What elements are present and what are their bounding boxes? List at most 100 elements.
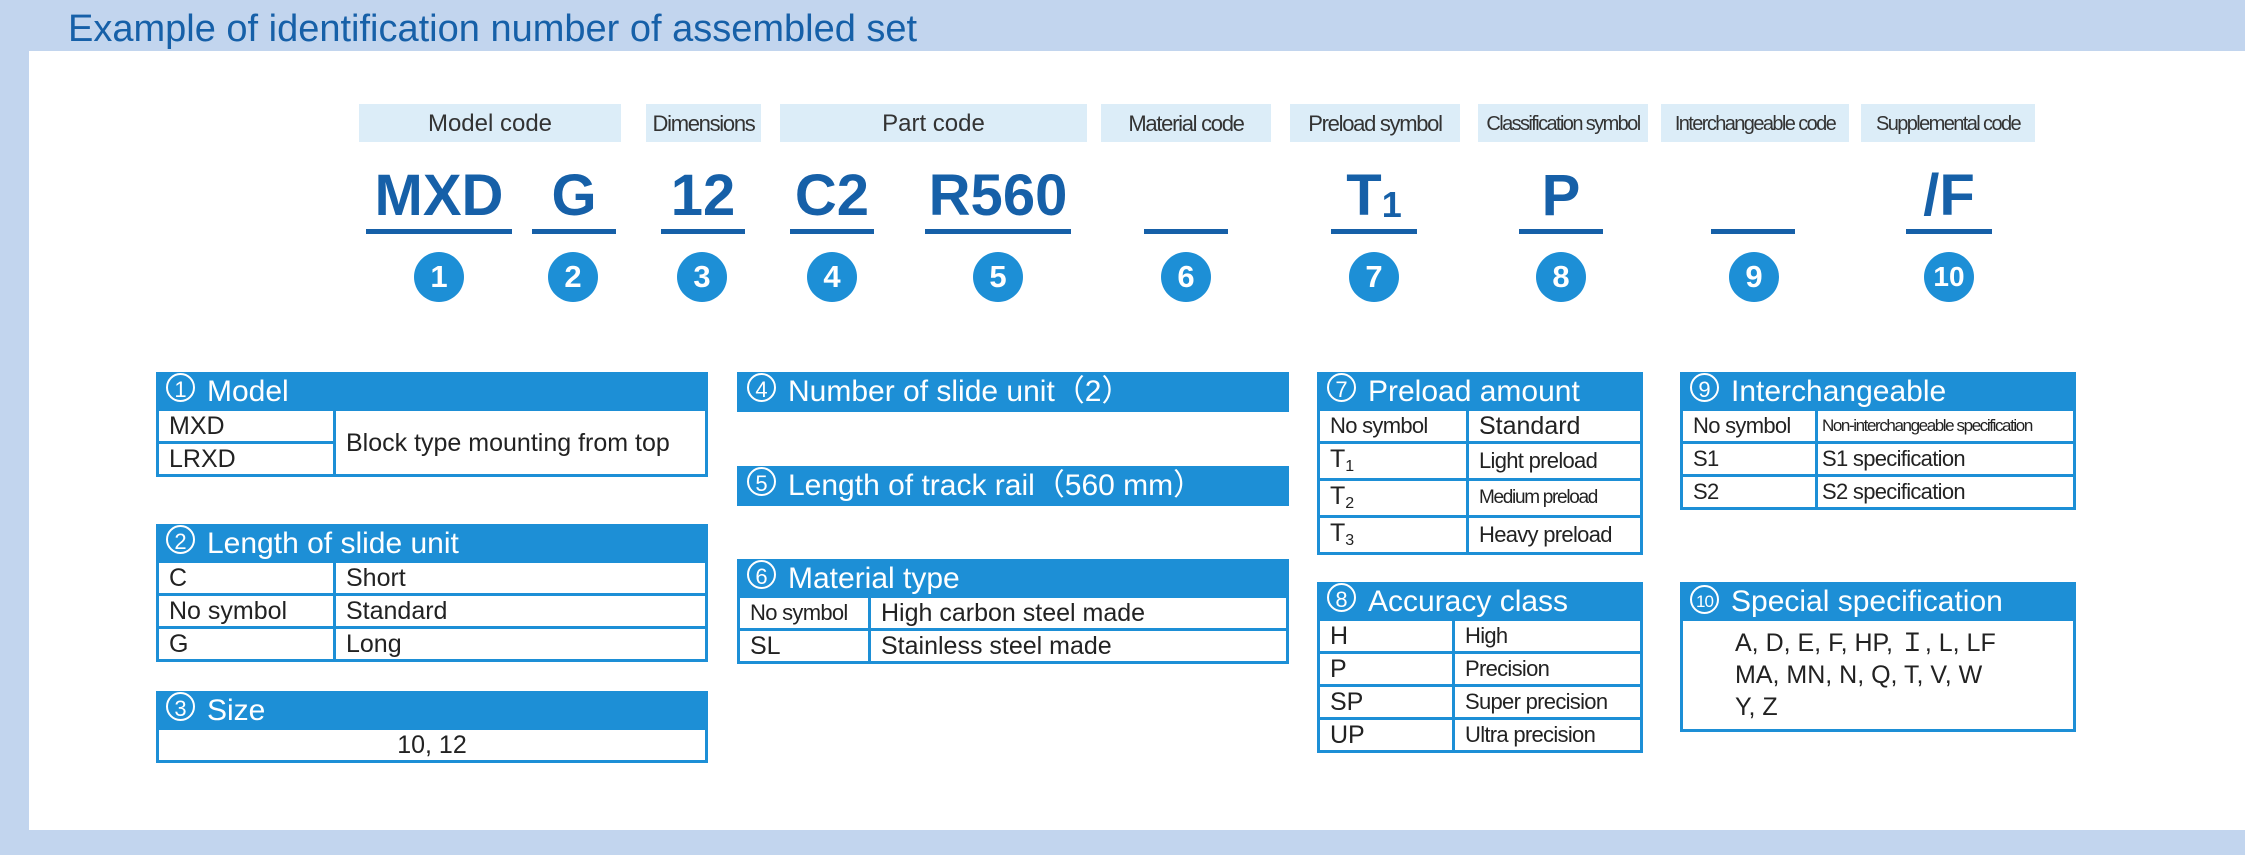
box-special-title: Special specification	[1731, 585, 2003, 618]
header-part-code: Part code	[780, 104, 1087, 142]
divider	[737, 409, 1289, 412]
material-desc-cell: Stainless steel made	[868, 628, 1289, 664]
box-model-header: 1 Model	[156, 372, 708, 410]
length-code-cell: No symbol	[156, 593, 336, 629]
box-accuracy-title: Accuracy class	[1368, 585, 1569, 618]
box-number-5: 5	[747, 467, 776, 496]
accuracy-desc-cell: Super precision	[1452, 684, 1643, 720]
number-badge-1: 1	[414, 252, 464, 302]
code-preload: T1	[1331, 158, 1417, 234]
preload-code-sub: 1	[1345, 458, 1355, 475]
accuracy-code-cell: P	[1317, 651, 1455, 687]
preload-code-cell: T2	[1317, 478, 1469, 518]
box-model-title: Model	[207, 375, 289, 408]
header-classification-symbol: Classification symbol	[1478, 104, 1648, 142]
header-dimensions: Dimensions	[646, 104, 761, 142]
code-supplemental: /F	[1906, 158, 1992, 234]
code-preload-main: T	[1346, 163, 1382, 228]
size-value-cell: 10, 12	[156, 727, 708, 763]
code-material	[1144, 158, 1228, 234]
code-interchangeable	[1711, 158, 1795, 234]
box-track-rail-header: 5 Length of track rail（560 mm）	[737, 466, 1289, 504]
code-classification: P	[1519, 158, 1603, 234]
box-number-8: 8	[1327, 583, 1356, 612]
preload-code-main: T	[1330, 445, 1346, 474]
preload-code-sub: 2	[1345, 495, 1355, 512]
preload-code-main: T	[1330, 482, 1346, 511]
accuracy-desc-cell: High	[1452, 618, 1643, 654]
accuracy-desc-cell: Precision	[1452, 651, 1643, 687]
interchangeable-code-cell: S2	[1680, 474, 1818, 510]
preload-code-cell: T3	[1317, 515, 1469, 555]
box-number-10: 10	[1690, 585, 1719, 614]
length-desc-cell: Standard	[333, 593, 708, 629]
code-size: 12	[661, 158, 745, 234]
length-code-cell: C	[156, 560, 336, 596]
number-badge-6: 6	[1161, 252, 1211, 302]
material-code-cell: SL	[737, 628, 871, 664]
box-track-rail-title: Length of track rail（560 mm）	[788, 469, 1204, 502]
accuracy-desc-cell: Ultra precision	[1452, 717, 1643, 753]
table-row: 10, 12	[156, 727, 708, 763]
preload-code-cell: No symbol	[1317, 408, 1469, 444]
preload-code-sub: 3	[1345, 532, 1355, 549]
header-model-code: Model code	[359, 104, 621, 142]
number-badge-2: 2	[548, 252, 598, 302]
special-spec-box: A, D, E, F, HP, Ｉ, L, LF MA, MN, N, Q, T…	[1680, 618, 2076, 732]
interchangeable-code-cell: S1	[1680, 441, 1818, 477]
page-title: Example of identification number of asse…	[68, 8, 918, 50]
preload-desc-cell: Light preload	[1466, 441, 1643, 481]
material-desc-cell: High carbon steel made	[868, 595, 1289, 631]
length-code-cell: G	[156, 626, 336, 662]
box-accuracy-header: 8 Accuracy class	[1317, 582, 1643, 620]
divider	[737, 503, 1289, 506]
box-interchangeable-title: Interchangeable	[1731, 375, 1947, 408]
model-desc-cell: Block type mounting from top	[333, 408, 708, 477]
number-badge-3: 3	[677, 252, 727, 302]
accuracy-code-cell: SP	[1317, 684, 1455, 720]
interchangeable-desc-cell: S2 specification	[1815, 474, 2076, 510]
size-table: 10, 12	[156, 727, 708, 763]
preload-desc-cell: Standard	[1466, 408, 1643, 444]
box-material-title: Material type	[788, 562, 960, 595]
preload-desc-cell: Heavy preload	[1466, 515, 1643, 555]
special-spec-line: Y, Z	[1735, 693, 1778, 721]
material-code-cell: No symbol	[737, 595, 871, 631]
box-number-9: 9	[1690, 373, 1719, 402]
box-preload-header: 7 Preload amount	[1317, 372, 1643, 410]
code-model: MXD	[366, 158, 512, 234]
preload-code-cell: T1	[1317, 441, 1469, 481]
interchangeable-code-cell: No symbol	[1680, 408, 1818, 444]
box-number-1: 1	[166, 373, 195, 402]
box-number-7: 7	[1327, 373, 1356, 402]
special-spec-line: MA, MN, N, Q, T, V, W	[1735, 661, 1983, 689]
header-supplemental-code: Supplemental code	[1861, 104, 2035, 142]
number-badge-8: 8	[1536, 252, 1586, 302]
box-size-title: Size	[207, 694, 266, 727]
preload-desc-cell: Medium preload	[1466, 478, 1643, 518]
header-interchangeable-code: Interchangeable code	[1661, 104, 1849, 142]
length-desc-cell: Short	[333, 560, 708, 596]
box-preload-title: Preload amount	[1368, 375, 1580, 408]
box-special-header: 10 Special specification	[1680, 582, 2076, 620]
code-length: G	[532, 158, 616, 234]
